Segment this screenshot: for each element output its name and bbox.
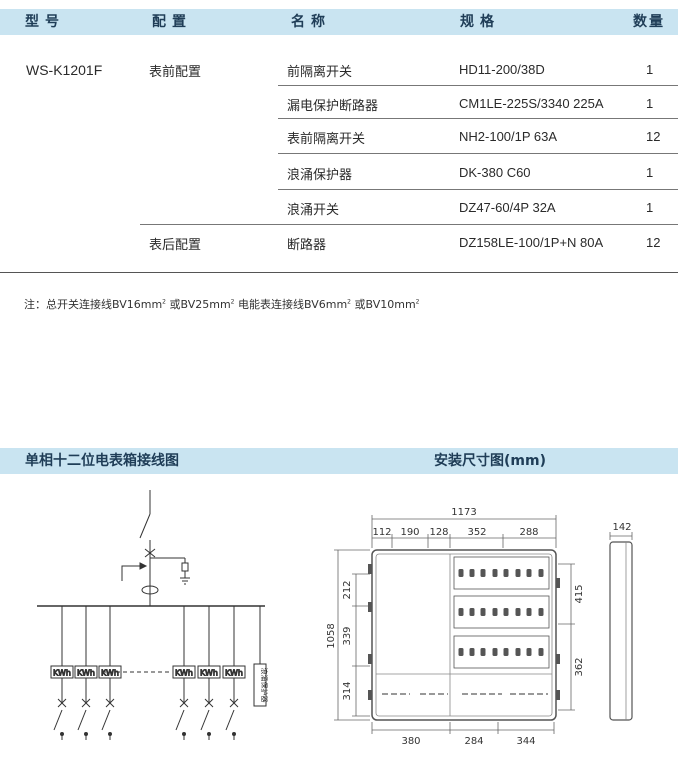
row-spec: DZ158LE-100/1P+N 80A xyxy=(459,235,604,250)
row-config: 表后配置 xyxy=(149,238,202,253)
meter-slot xyxy=(515,569,521,577)
meter-slot xyxy=(492,569,498,577)
meter-slot xyxy=(458,608,464,616)
row-name: 浪涌开关 xyxy=(287,203,340,218)
header-qty: 数量 xyxy=(633,14,665,30)
meter-slot xyxy=(503,648,509,656)
row-qty: 1 xyxy=(646,96,654,111)
meter-slot xyxy=(515,608,521,616)
dim-bottom-3: 344 xyxy=(516,736,535,747)
dim-top-3: 128 xyxy=(429,527,448,538)
meter-slot xyxy=(503,608,509,616)
dim-left-2: 339 xyxy=(342,626,353,645)
footnote: 注：总开关连接线BV16mm2 或BV25mm2 电能表连接线BV6mm2 或B… xyxy=(24,298,420,311)
meter-slot xyxy=(515,648,521,656)
row-spec: CM1LE-225S/3340 225A xyxy=(459,96,604,111)
row-divider xyxy=(278,118,678,119)
meter-slot xyxy=(503,569,509,577)
meter-slot xyxy=(469,608,475,616)
meter-label: KWh xyxy=(77,669,95,678)
model-value: WS-K1201F xyxy=(26,62,103,78)
row-spec: NH2-100/1P 63A xyxy=(459,129,558,144)
row-name: 前隔离开关 xyxy=(287,65,353,80)
dim-right-2: 362 xyxy=(574,657,585,676)
meter-slot xyxy=(538,648,544,656)
row-qty: 1 xyxy=(646,165,654,180)
meter-slot xyxy=(480,608,486,616)
dim-overall-width: 1173 xyxy=(451,507,476,518)
row-divider xyxy=(140,224,678,225)
meter-slot xyxy=(526,608,532,616)
meter-slot xyxy=(480,569,486,577)
table-bottom-rule xyxy=(0,272,678,273)
row-qty: 12 xyxy=(646,235,661,250)
row-qty: 1 xyxy=(646,200,654,215)
meter-slot xyxy=(526,569,532,577)
dim-bottom-2: 284 xyxy=(464,736,483,747)
row-spec: HD11-200/38D xyxy=(459,62,545,77)
row-config: 表前配置 xyxy=(149,65,202,80)
diagram-header: 单相十二位电表箱接线图 安装尺寸图(mm) xyxy=(0,448,678,474)
row-divider xyxy=(278,189,678,190)
header-model: 型号 xyxy=(25,14,65,30)
row-divider xyxy=(278,153,678,154)
meter-slot xyxy=(458,648,464,656)
dim-top-1: 112 xyxy=(372,527,391,538)
spd-label: 浪涌保护器 xyxy=(260,668,269,703)
dim-left-1: 212 xyxy=(342,580,353,599)
meter-slot xyxy=(526,648,532,656)
header-spec: 规格 xyxy=(460,14,500,30)
dim-overall-height: 1058 xyxy=(326,623,337,648)
dims-title: 安装尺寸图(mm) xyxy=(434,453,546,469)
wiring-title: 单相十二位电表箱接线图 xyxy=(25,453,179,469)
dim-top-2: 190 xyxy=(400,527,419,538)
row-name: 断路器 xyxy=(287,238,327,253)
meter-slot xyxy=(469,648,475,656)
meter-label: KWh xyxy=(101,669,119,678)
meter-branch: KWh xyxy=(98,606,122,740)
meter-slot xyxy=(538,569,544,577)
dim-depth: 142 xyxy=(612,522,631,533)
meter-label: KWh xyxy=(53,669,71,678)
dim-top-5: 288 xyxy=(519,527,538,538)
meter-slot xyxy=(492,608,498,616)
meter-branch: KWh xyxy=(197,606,221,740)
header-name: 名称 xyxy=(291,14,331,30)
dimension-drawing: 1173 112 190 128 352 288 142 1058 212 33… xyxy=(326,507,633,747)
meter-label: KWh xyxy=(175,669,193,678)
meter-label: KWh xyxy=(225,669,243,678)
meter-branch: KWh xyxy=(172,606,196,740)
row-name: 表前隔离开关 xyxy=(287,132,366,147)
spd-box: 浪涌保护器 xyxy=(253,663,269,707)
meter-slot xyxy=(458,569,464,577)
meter-branch: KWh xyxy=(50,606,74,740)
row-name: 漏电保护断路器 xyxy=(287,99,379,114)
row-spec: DK-380 C60 xyxy=(459,165,531,180)
header-config: 配置 xyxy=(152,14,192,30)
row-spec: DZ47-60/4P 32A xyxy=(459,200,556,215)
meter-slot xyxy=(538,608,544,616)
row-divider xyxy=(278,85,678,86)
dim-bottom-1: 380 xyxy=(401,736,420,747)
meter-branch: KWh xyxy=(222,606,246,740)
meter-slot xyxy=(492,648,498,656)
meter-slot xyxy=(480,648,486,656)
meter-label: KWh xyxy=(200,669,218,678)
row-qty: 12 xyxy=(646,129,661,144)
dim-top-4: 352 xyxy=(467,527,486,538)
table-header: 型号 配置 名称 规格 数量 xyxy=(0,9,678,35)
dim-right-1: 415 xyxy=(574,584,585,603)
row-name: 浪涌保护器 xyxy=(287,168,353,183)
meter-branch: KWh xyxy=(74,606,98,740)
row-qty: 1 xyxy=(646,62,654,77)
wiring-diagram: KWh KWh KWh KWh KWh KWh 浪涌保护器 xyxy=(37,490,269,740)
meter-slot xyxy=(469,569,475,577)
dim-left-3: 314 xyxy=(342,681,353,700)
